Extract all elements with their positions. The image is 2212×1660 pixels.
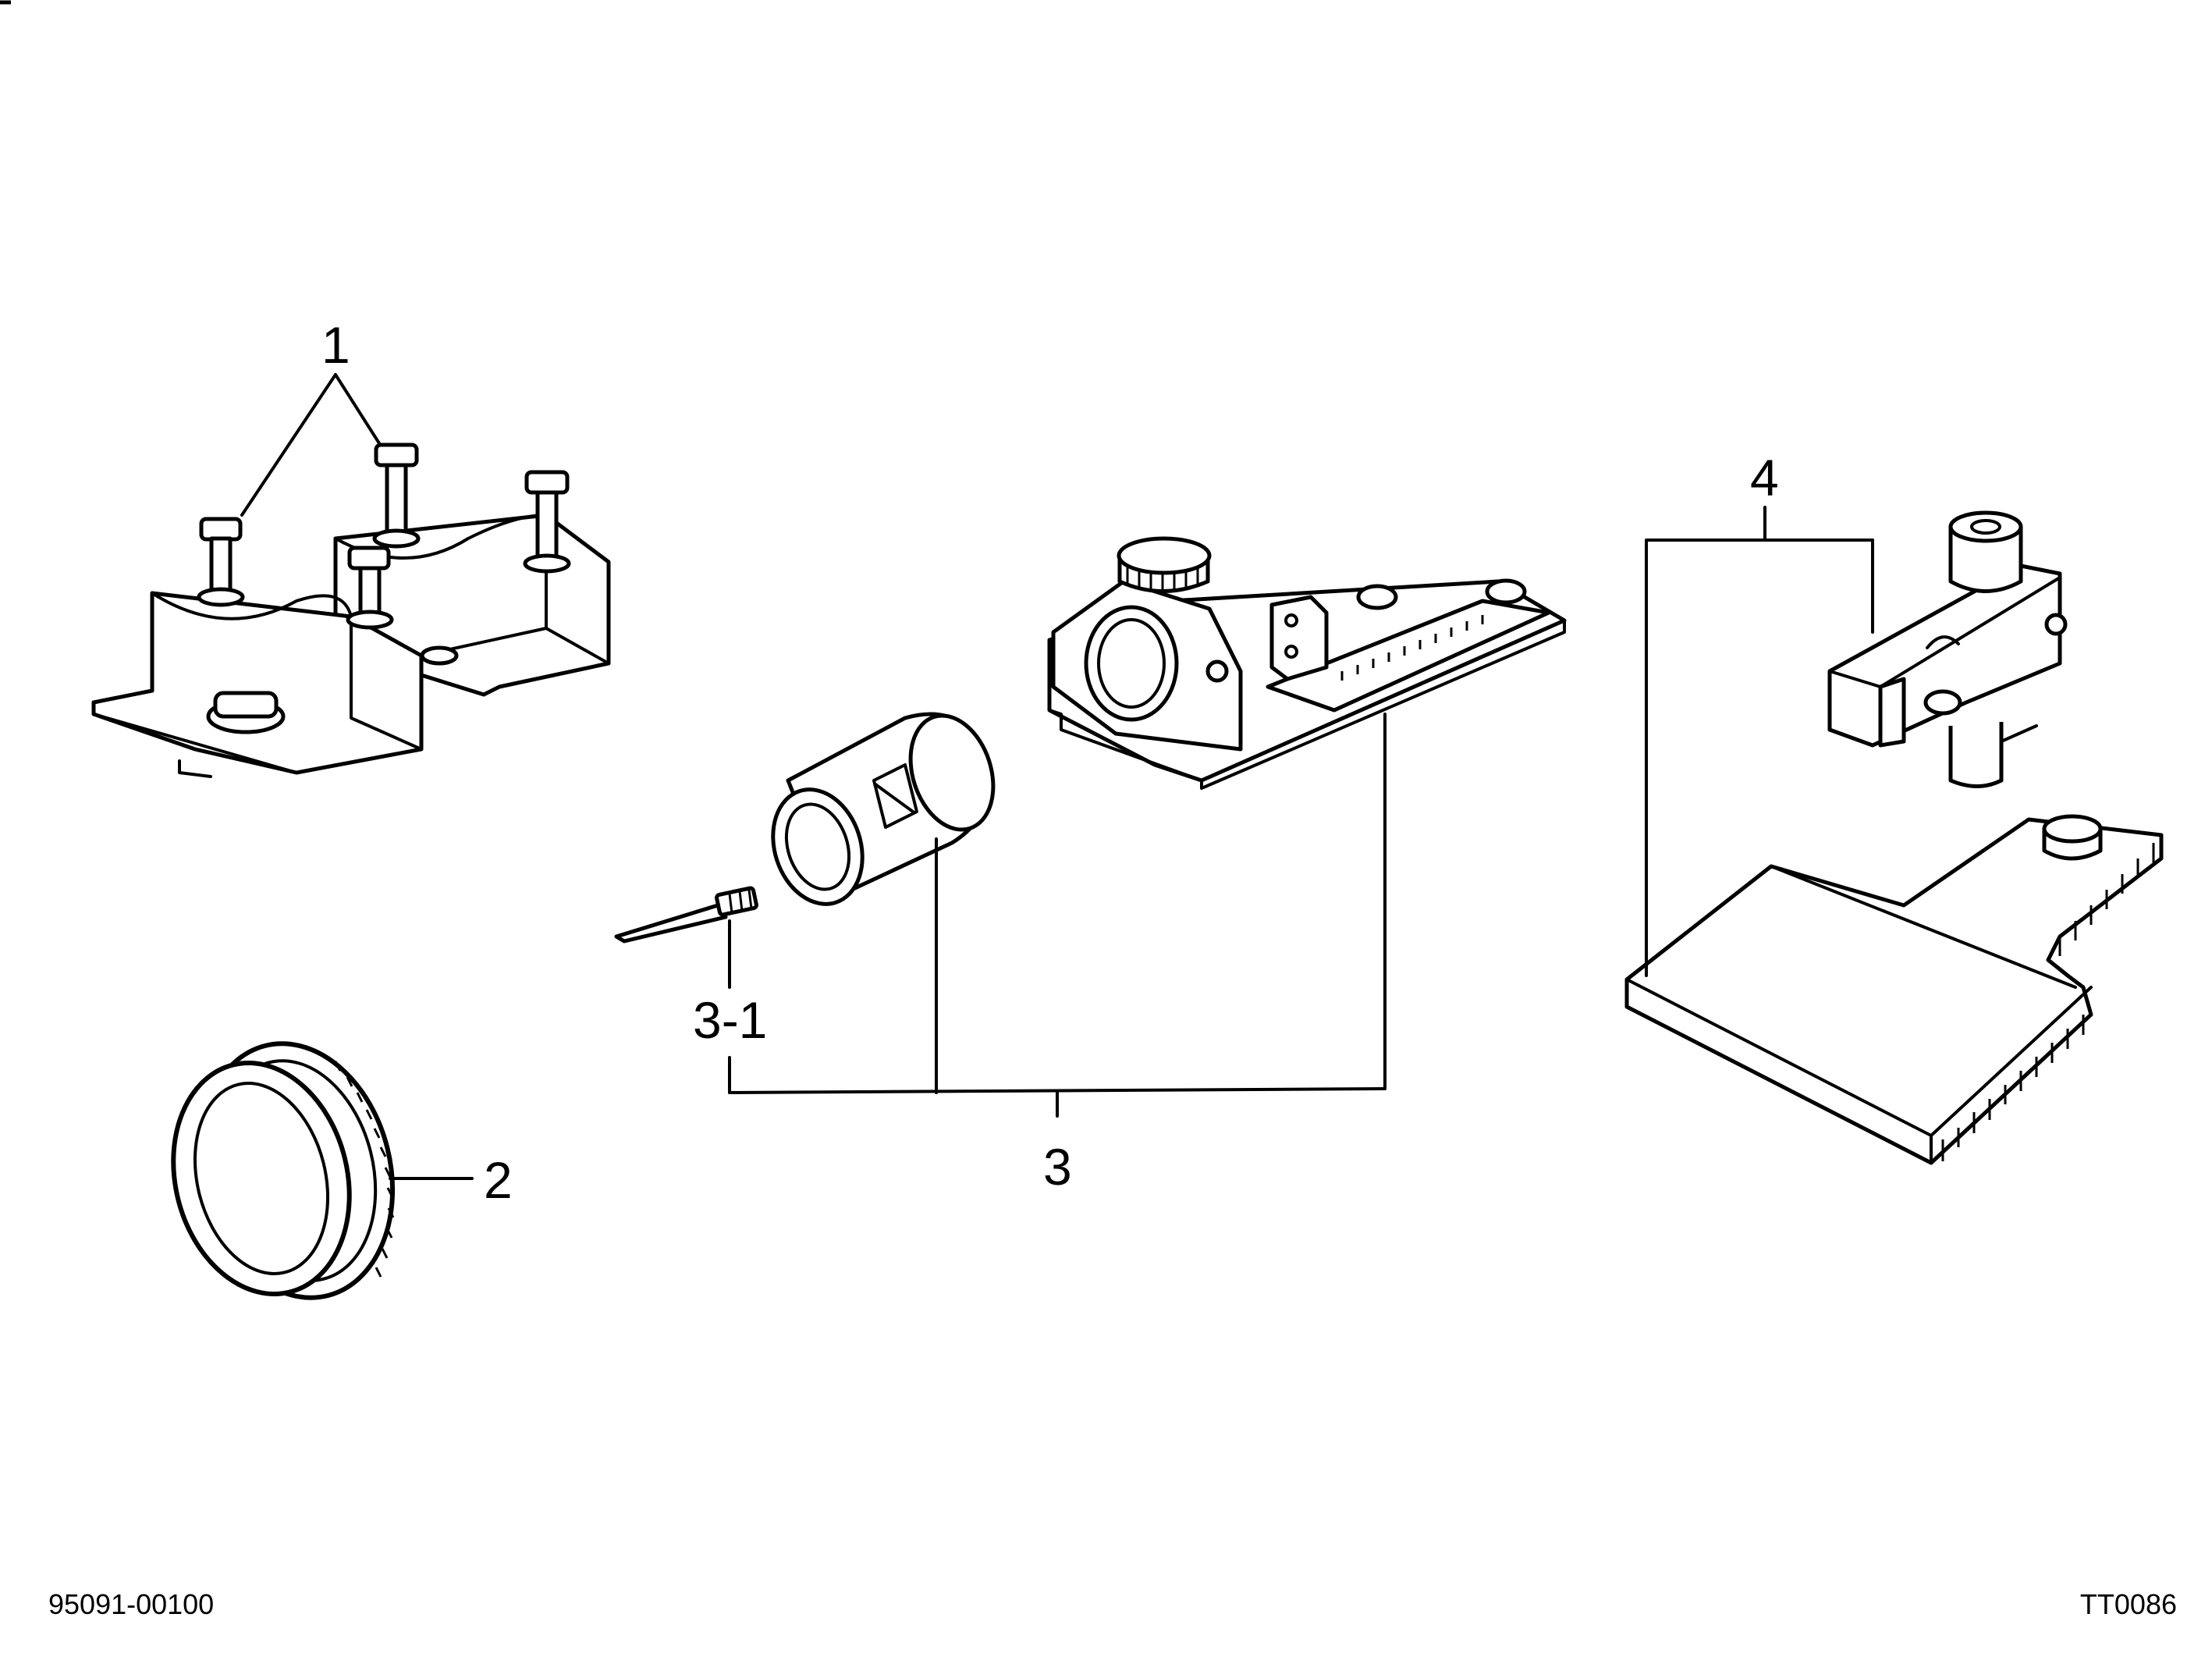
part-2-ring (171, 1041, 474, 1300)
dial-gauge-icon (1948, 510, 2023, 593)
footer-figure-code: TT0086 (2080, 1588, 2177, 1620)
bolt-icon (346, 546, 394, 630)
bolt-icon (523, 470, 571, 574)
callout-part-3: 3 (1043, 1138, 1072, 1196)
knob-icon (1117, 536, 1212, 593)
bolt-icon (197, 517, 245, 607)
callout-part-4: 4 (1750, 449, 1779, 507)
callout-part-1: 1 (321, 316, 350, 374)
bolt-icon (2042, 814, 2103, 861)
part-1-clamp-blocks (91, 373, 611, 778)
bolt-icon (206, 645, 459, 734)
part-3-gauge-assembly (614, 536, 1567, 1118)
part-4-fixture (1624, 506, 2164, 1165)
callout-part-2: 2 (484, 1151, 513, 1209)
callout-part-3-1: 3-1 (693, 991, 767, 1049)
bolt-icon (372, 443, 421, 549)
footer-part-number: 95091-00100 (48, 1588, 214, 1620)
